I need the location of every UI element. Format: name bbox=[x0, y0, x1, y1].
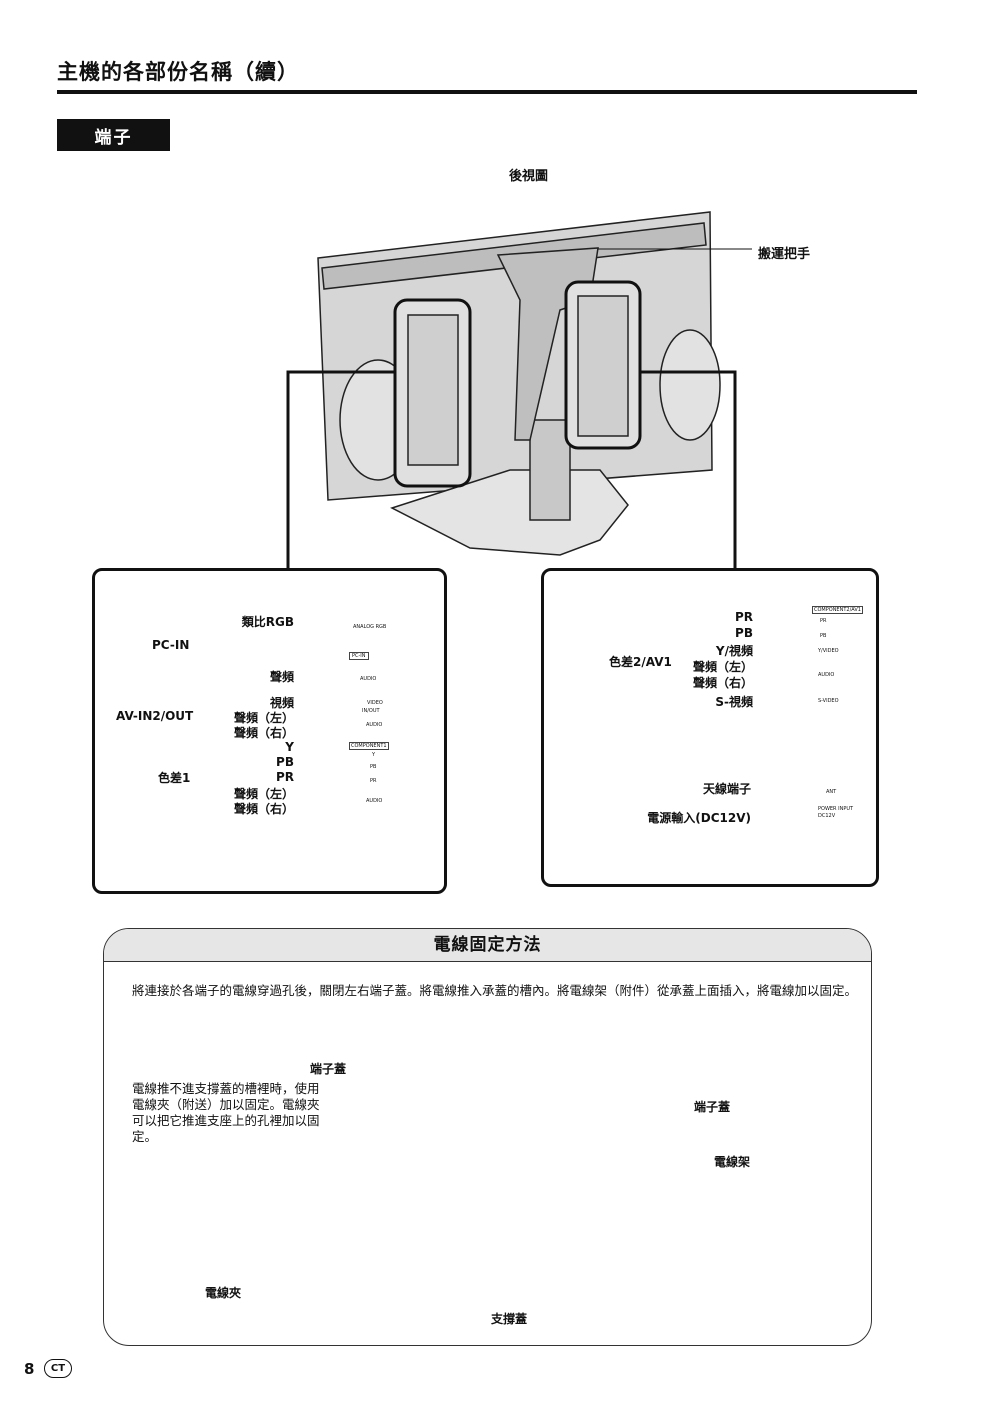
label-analog-rgb: 類比RGB bbox=[241, 615, 294, 629]
left-terminal-panel bbox=[92, 568, 447, 894]
tv-rear-illustration bbox=[317, 211, 721, 556]
silk-pr: PR bbox=[370, 778, 377, 784]
cable-intro-text: 將連接於各端子的電線穿過孔後，關閉左右端子蓋。將電線推入承蓋的槽內。將電線架（附… bbox=[132, 983, 858, 998]
silk-dc12v: DC12V bbox=[818, 813, 836, 819]
handle-label: 搬運把手 bbox=[758, 247, 811, 262]
right-terminal-panel bbox=[541, 568, 879, 887]
label-pc-audio: 聲頻 bbox=[269, 670, 294, 684]
label-video: 視頻 bbox=[269, 696, 294, 710]
label-antenna: 天線端子 bbox=[702, 782, 751, 796]
label-pr: PR bbox=[275, 770, 294, 784]
silk-ant: ANT bbox=[826, 789, 837, 795]
label-r-audio-l: 聲頻（左） bbox=[692, 660, 753, 674]
group-av-in2-out: AV-IN2/OUT bbox=[116, 709, 194, 723]
cable-side-note: 電線推不進支撐蓋的槽裡時，使用電線夾（附送）加以固定。電線夾可以把它推進支座上的… bbox=[132, 1081, 320, 1144]
silk-audio-pc: AUDIO bbox=[360, 676, 377, 682]
label-terminal-cover-right: 端子蓋 bbox=[694, 1100, 731, 1114]
label-r-y-video: Y/視頻 bbox=[715, 644, 753, 658]
silk-power-input: POWER INPUT bbox=[818, 806, 854, 812]
silk-pc-in: PC-IN bbox=[349, 652, 369, 660]
cable-fixing-box: 電線固定方法 bbox=[103, 928, 872, 1346]
label-av2-audio-r: 聲頻（右） bbox=[233, 726, 294, 740]
language-badge: CT bbox=[44, 1359, 72, 1378]
group-component2-av1: 色差2/AV1 bbox=[609, 655, 672, 669]
group-pc-in: PC-IN bbox=[152, 638, 190, 652]
silk-r-s-video: S-VIDEO bbox=[818, 698, 839, 704]
label-comp1-audio-l: 聲頻（左） bbox=[233, 787, 294, 801]
label-comp1-audio-r: 聲頻（右） bbox=[233, 802, 294, 816]
silk-audio-av2: AUDIO bbox=[366, 722, 383, 728]
label-power-input: 電源輸入(DC12V) bbox=[647, 811, 751, 825]
silk-r-pr: PR bbox=[820, 618, 827, 624]
silk-pb: PB bbox=[370, 764, 377, 770]
label-av2-audio-l: 聲頻（左） bbox=[233, 711, 294, 725]
silk-video: VIDEO bbox=[367, 700, 383, 706]
cable-section-title: 電線固定方法 bbox=[104, 929, 871, 962]
silk-audio-comp1: AUDIO bbox=[366, 798, 383, 804]
label-pb: PB bbox=[276, 755, 294, 769]
group-component1: 色差1 bbox=[158, 771, 191, 785]
rear-view-title: 後視圖 bbox=[509, 169, 549, 184]
page-title: 主機的各部份名稱（續） bbox=[57, 60, 299, 84]
silk-analog-rgb: ANALOG RGB bbox=[353, 624, 387, 630]
label-r-pb: PB bbox=[735, 626, 753, 640]
silk-component1: COMPONENT1 bbox=[349, 742, 389, 750]
silk-r-audio: AUDIO bbox=[818, 672, 835, 678]
title-rule bbox=[57, 90, 917, 94]
label-terminal-cover-left: 端子蓋 bbox=[310, 1062, 347, 1076]
silk-r-y-video: Y/VIDEO bbox=[818, 648, 839, 654]
label-cable-holder: 電線架 bbox=[714, 1155, 751, 1169]
callout-connectors bbox=[286, 370, 737, 572]
label-r-audio-r: 聲頻（右） bbox=[692, 676, 753, 690]
silk-r-pb: PB bbox=[820, 633, 827, 639]
page-number: 8 bbox=[24, 1360, 35, 1378]
silk-in-out: IN/OUT bbox=[362, 708, 380, 714]
label-r-s-video: S-視頻 bbox=[715, 695, 753, 709]
label-stand-cover: 支撐蓋 bbox=[491, 1312, 528, 1326]
silk-y: Y bbox=[372, 752, 376, 758]
section-tab: 端子 bbox=[57, 119, 170, 151]
label-y: Y bbox=[285, 740, 294, 754]
label-cable-clamp: 電線夾 bbox=[205, 1286, 242, 1300]
silk-component2-av1: COMPONENT2/AV1 bbox=[812, 606, 863, 614]
label-r-pr: PR bbox=[734, 610, 753, 624]
